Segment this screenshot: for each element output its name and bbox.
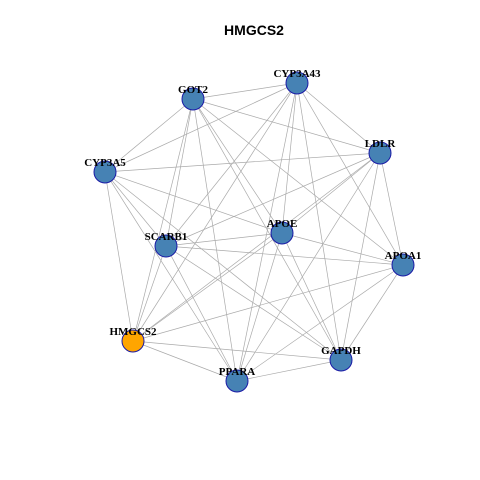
edge-got2-ldlr (192, 98, 381, 154)
node-label-cyp3a43: CYP3A43 (273, 68, 321, 80)
edge-got2-cyp3a43 (192, 82, 298, 100)
node-cyp3a43[interactable] (285, 71, 309, 95)
edge-apoa1-hmgcs2 (132, 264, 404, 342)
node-hmgcs2[interactable] (121, 329, 145, 353)
node-label-apoa1: APOA1 (385, 250, 422, 262)
node-apoa1[interactable] (391, 253, 415, 277)
edge-scarb1-ppara (165, 245, 238, 382)
edge-scarb1-gapdh (165, 245, 342, 361)
node-scarb1[interactable] (154, 234, 178, 258)
node-label-got2: GOT2 (178, 84, 208, 96)
edge-gapdh-ppara (236, 359, 342, 382)
edge-cyp3a43-ldlr (296, 82, 381, 154)
edge-got2-gapdh (192, 98, 342, 361)
edge-apoa1-gapdh (340, 264, 404, 361)
node-label-apoe: APOE (267, 218, 298, 230)
node-layer (93, 71, 415, 393)
edge-got2-ppara (192, 98, 238, 382)
node-label-gapdh: GAPDH (321, 345, 361, 357)
edge-ldlr-cyp3a5 (104, 152, 381, 173)
edge-cyp3a43-apoa1 (296, 82, 404, 266)
edge-apoa1-ppara (236, 264, 404, 382)
node-cyp3a5[interactable] (93, 160, 117, 184)
edge-got2-hmgcs2 (132, 98, 194, 342)
node-label-hmgcs2: HMGCS2 (109, 326, 157, 338)
node-gapdh[interactable] (329, 348, 353, 372)
node-label-ldlr: LDLR (365, 138, 397, 150)
edge-got2-scarb1 (165, 98, 194, 247)
edge-cyp3a5-scarb1 (104, 171, 167, 247)
edge-cyp3a43-apoe (281, 82, 298, 234)
edge-hmgcs2-ppara (132, 340, 238, 382)
edge-scarb1-apoe (165, 232, 283, 247)
node-label-scarb1: SCARB1 (145, 231, 188, 243)
edge-got2-cyp3a5 (104, 98, 194, 173)
node-got2[interactable] (181, 87, 205, 111)
edge-hmgcs2-gapdh (132, 340, 342, 361)
edge-cyp3a5-apoe (104, 171, 283, 234)
edge-ldlr-ppara (236, 152, 381, 382)
edge-apoe-ppara (236, 232, 283, 382)
edge-scarb1-apoa1 (165, 245, 404, 266)
edge-cyp3a43-gapdh (296, 82, 342, 361)
edge-got2-apoe (192, 98, 283, 234)
edge-cyp3a5-ppara (104, 171, 238, 382)
node-label-ppara: PPARA (219, 366, 256, 378)
edge-scarb1-hmgcs2 (132, 245, 167, 342)
edge-cyp3a5-gapdh (104, 171, 342, 361)
edge-layer (104, 82, 404, 382)
edge-ldlr-gapdh (340, 152, 381, 361)
edge-cyp3a43-scarb1 (165, 82, 298, 247)
edge-apoe-gapdh (281, 232, 342, 361)
edge-cyp3a43-cyp3a5 (104, 82, 298, 173)
edge-ldlr-scarb1 (165, 152, 381, 247)
edge-ldlr-hmgcs2 (132, 152, 381, 342)
edge-cyp3a43-ppara (236, 82, 298, 382)
graph-title: HMGCS2 (224, 22, 284, 38)
edge-cyp3a5-hmgcs2 (104, 171, 134, 342)
node-label-cyp3a5: CYP3A5 (84, 157, 126, 169)
node-apoe[interactable] (270, 221, 294, 245)
edge-apoe-hmgcs2 (132, 232, 283, 342)
edge-ldlr-apoe (281, 152, 381, 234)
edge-got2-apoa1 (192, 98, 404, 266)
node-ldlr[interactable] (368, 141, 392, 165)
edge-cyp3a43-hmgcs2 (132, 82, 298, 342)
node-ppara[interactable] (225, 369, 249, 393)
edge-ldlr-apoa1 (379, 152, 404, 266)
edge-apoe-apoa1 (281, 232, 404, 266)
